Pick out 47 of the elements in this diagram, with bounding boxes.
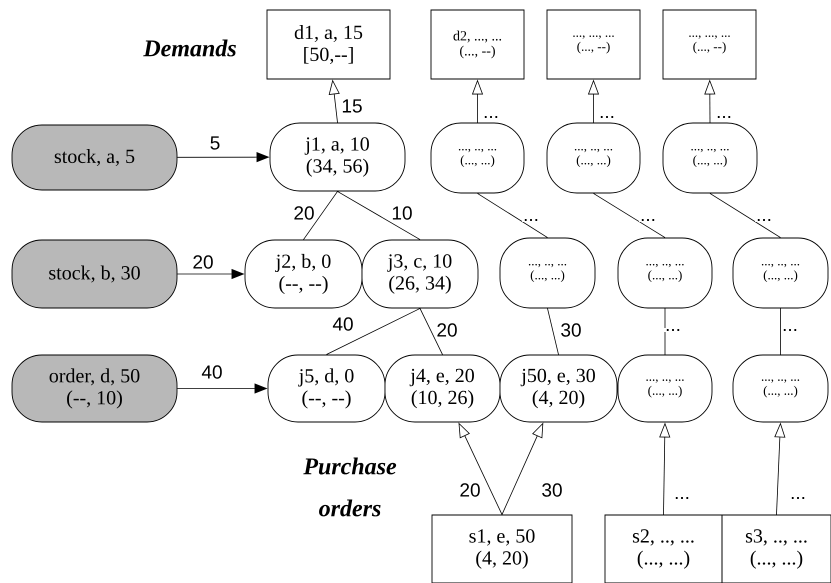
job-node: ..., .., ... (..., ...) — [618, 354, 712, 422]
edge-label: 30 — [540, 482, 564, 498]
demand-box: ..., ..., ... (..., --) — [546, 10, 640, 80]
job-node: j2, b, 0 (--, --) — [244, 240, 362, 308]
stock-node: order, d, 50 (--, 10) — [12, 354, 178, 422]
job-node: j50, e, 30 (4, 20) — [500, 354, 618, 422]
edge-label: ... — [598, 114, 616, 119]
edge-label: 20 — [435, 322, 459, 338]
edge-label: 30 — [559, 322, 583, 338]
edge-label: ... — [715, 114, 733, 119]
job-node: ..., .., ... (..., ...) — [500, 238, 596, 308]
purchase-order-box: s3, .., ... (..., ...) — [722, 514, 831, 583]
job-node: ..., .., ... (..., ...) — [618, 238, 712, 308]
edge-label: ... — [781, 328, 799, 332]
job-node: ..., .., ... (..., ...) — [732, 354, 828, 422]
edge-label: ... — [639, 218, 657, 222]
purchase-order-box: s2, .., ... (..., ...) — [604, 514, 722, 583]
edge-label: 20 — [191, 254, 215, 270]
stock-node: stock, b, 30 — [12, 240, 178, 308]
demand-box: ..., ..., ... (..., --) — [662, 10, 756, 80]
purchase-order-box: s1, e, 50 (4, 20) — [432, 514, 572, 583]
edge-label: ... — [482, 114, 500, 119]
edge-label: 40 — [331, 316, 355, 332]
job-node: ..., .., ... (..., ...) — [662, 122, 758, 194]
edge-label: 10 — [390, 205, 414, 221]
section-title: Demands — [143, 40, 236, 56]
demand-box: d2, ..., ... (..., --) — [430, 10, 524, 80]
demand-box: d1, a, 15 [50,--] — [266, 10, 390, 80]
edge-label: ... — [755, 218, 773, 222]
section-title: Purchase orders — [303, 458, 396, 516]
edge-label: ... — [673, 496, 691, 500]
job-node: ..., .., ... (..., ...) — [546, 122, 640, 194]
job-node: j5, d, 0 (--, --) — [268, 354, 386, 422]
edge-label: ... — [664, 328, 682, 332]
job-node: j4, e, 20 (10, 26) — [384, 354, 500, 422]
job-node: ..., .., ... (..., ...) — [430, 122, 524, 194]
stock-node: stock, a, 5 — [12, 124, 178, 190]
edge-label: 20 — [292, 205, 316, 221]
edge-label: 15 — [340, 98, 364, 114]
edge-label: ... — [522, 218, 540, 222]
job-node: j3, c, 10 (26, 34) — [362, 240, 478, 308]
job-node: j1, a, 10 (34, 56) — [270, 122, 406, 192]
job-node: ..., .., ... (..., ...) — [732, 238, 828, 308]
edge-label: 20 — [458, 482, 482, 498]
edge-label: 40 — [200, 364, 224, 380]
edge-label: ... — [789, 496, 807, 500]
edge-label: 5 — [208, 135, 222, 151]
